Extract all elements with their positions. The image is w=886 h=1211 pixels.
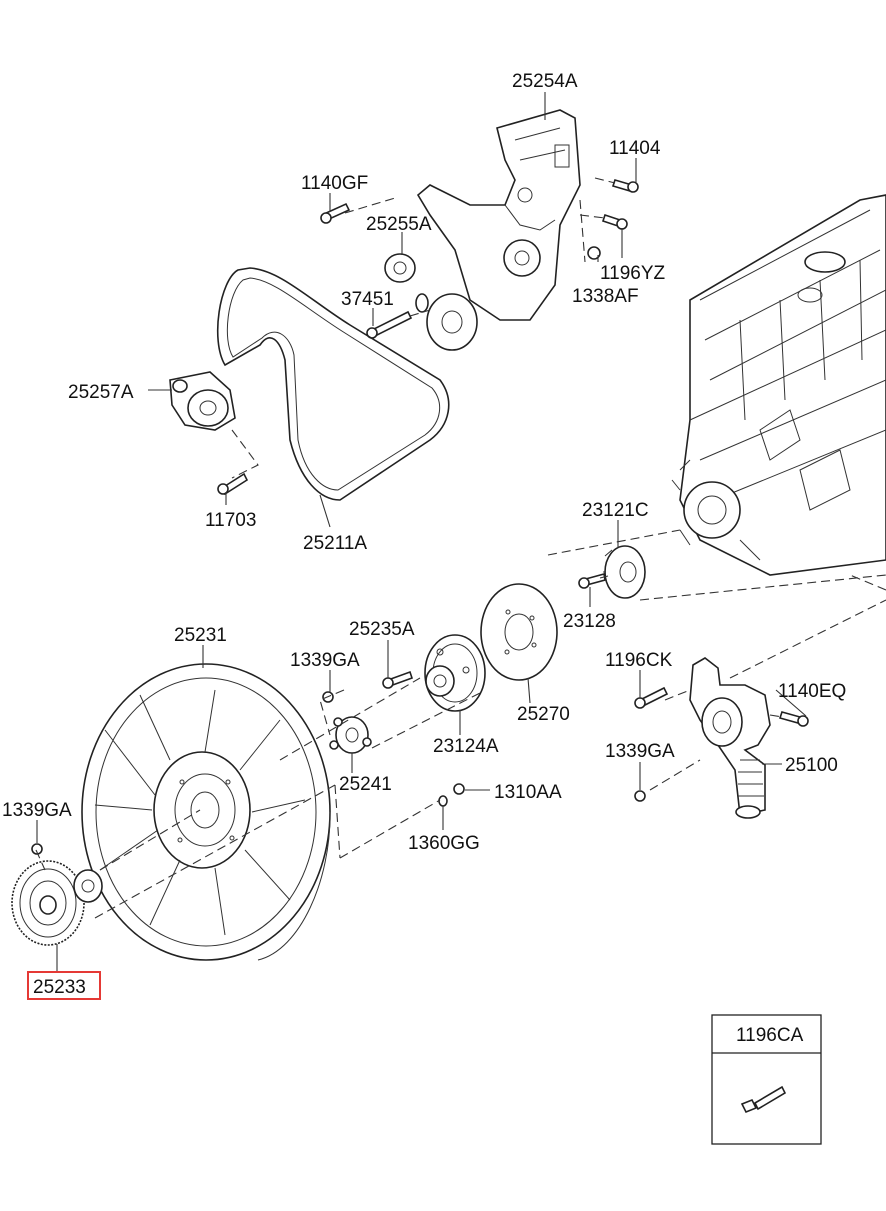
bolt-1140EQ (778, 711, 809, 727)
crank-sprocket-23121C (603, 545, 646, 599)
engine-block-illustration (671, 194, 886, 576)
label-1140EQ[interactable]: 1140EQ (778, 681, 846, 702)
bolt-1196YZ (601, 213, 628, 230)
label-1339GA-right[interactable]: 1339GA (605, 741, 675, 762)
bracket-25254A (416, 109, 581, 321)
label-11703[interactable]: 11703 (205, 510, 256, 531)
inset-box-1196CA: 1196CA (711, 1014, 822, 1145)
label-11404[interactable]: 11404 (609, 138, 661, 159)
label-25235A[interactable]: 25235A (349, 619, 415, 640)
fan-clutch-25233 (11, 860, 103, 946)
idler-pulley-25255A (384, 253, 416, 283)
label-1338AF[interactable]: 1338AF (572, 286, 639, 307)
label-23124A[interactable]: 23124A (433, 736, 499, 757)
label-25100[interactable]: 25100 (785, 755, 838, 776)
nut-1339GA-right (634, 790, 646, 802)
washer-1360GG (438, 795, 448, 807)
crank-pulley-23124A (424, 634, 486, 712)
bolt-11404 (611, 179, 639, 193)
water-pump-25100 (689, 657, 771, 819)
label-25255A[interactable]: 25255A (366, 214, 432, 235)
bolt-1196CK (634, 686, 669, 709)
label-1360GG[interactable]: 1360GG (408, 833, 480, 854)
bolt-25235A (382, 670, 414, 689)
label-37451[interactable]: 37451 (341, 289, 394, 310)
label-1310AA[interactable]: 1310AA (494, 782, 562, 803)
label-25211A[interactable]: 25211A (303, 533, 367, 554)
pulley-disk-25270 (480, 583, 558, 681)
label-25270[interactable]: 25270 (517, 704, 570, 725)
bolt-1140GF (320, 202, 351, 224)
part-labels: 25254A 11404 1140GF 25255A 1196YZ 1338AF… (2, 71, 846, 1000)
fan-spacer-25241 (329, 716, 372, 754)
bolt-37451 (366, 310, 413, 339)
label-1339GA-left[interactable]: 1339GA (2, 800, 72, 821)
inset-title[interactable]: 1196CA (736, 1025, 804, 1046)
label-25254A[interactable]: 25254A (512, 71, 578, 92)
nut-1338AF (587, 246, 601, 260)
label-1196CK[interactable]: 1196CK (605, 650, 673, 671)
nut-1310AA (453, 783, 465, 795)
assembly-lines (35, 177, 886, 919)
idler-pulley-37451 (415, 293, 478, 351)
bolt-1196CA-icon (740, 1085, 787, 1114)
label-25241[interactable]: 25241 (339, 774, 392, 795)
belt-tensioner-25257A (169, 371, 236, 431)
cooling-fan-25231 (81, 663, 331, 961)
nut-1339GA-left (31, 843, 43, 855)
bolt-23128 (578, 572, 606, 589)
leader-lines (36, 92, 807, 972)
drive-belt-25211A (216, 267, 450, 501)
label-25231[interactable]: 25231 (174, 625, 227, 646)
label-1196YZ[interactable]: 1196YZ (600, 263, 666, 284)
label-25257A[interactable]: 25257A (68, 382, 134, 403)
highlight-box-25233 (27, 971, 101, 1000)
label-23128[interactable]: 23128 (563, 611, 616, 632)
label-1339GA-upper[interactable]: 1339GA (290, 650, 360, 671)
label-25233[interactable]: 25233 (33, 977, 86, 998)
label-23121C[interactable]: 23121C (582, 500, 649, 521)
bolt-11703 (217, 472, 249, 496)
label-1140GF[interactable]: 1140GF (301, 173, 368, 194)
